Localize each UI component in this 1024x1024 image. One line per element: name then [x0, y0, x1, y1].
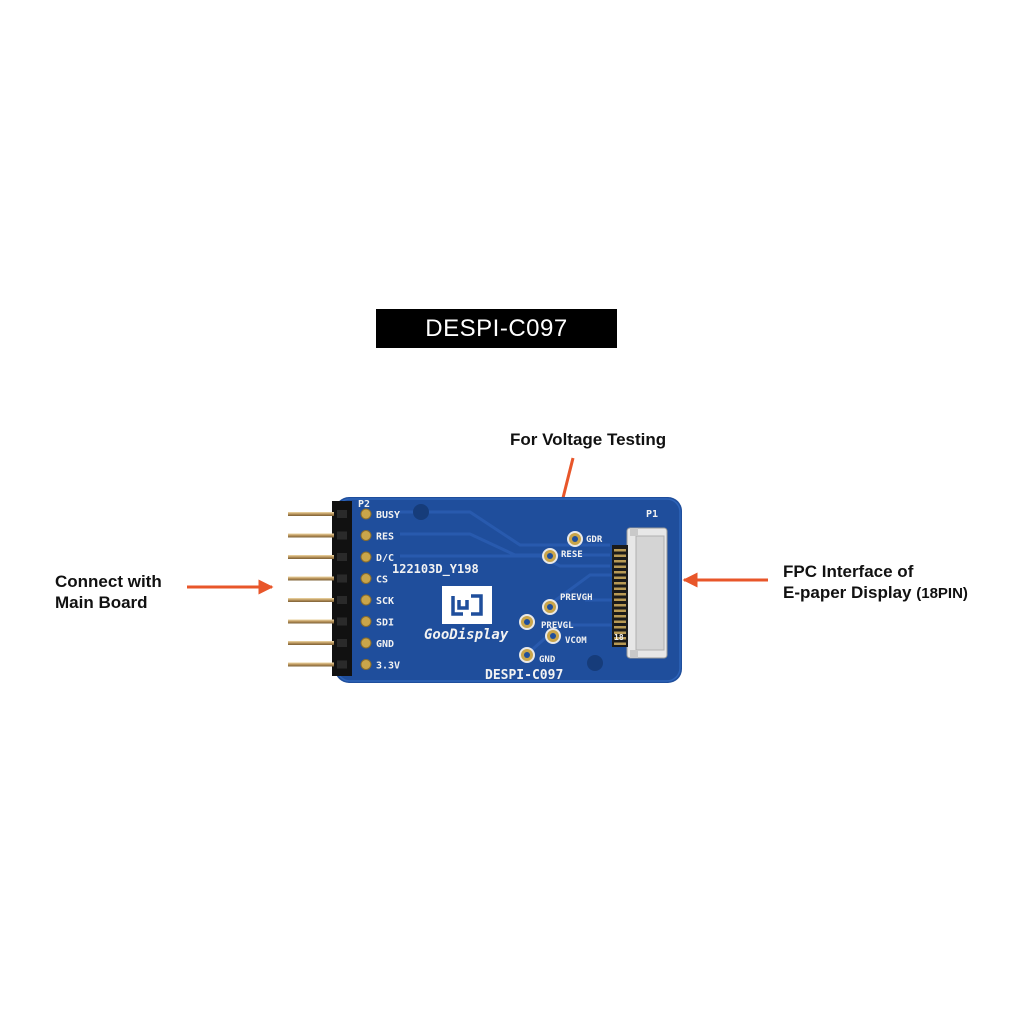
header-pin	[288, 533, 334, 538]
pin-label: RES	[376, 532, 394, 543]
goodisplay-logo	[442, 586, 492, 624]
callout-main-board: Connect with Main Board	[55, 571, 162, 613]
header-pin-base	[337, 531, 347, 540]
pin-label: SCK	[376, 596, 394, 607]
pin-label: CS	[376, 575, 388, 586]
batch-code: 122103D_Y198	[392, 562, 479, 577]
header-pin	[288, 576, 334, 581]
test-point-label: PREVGL	[541, 621, 574, 631]
pin-label: D/C	[376, 553, 394, 564]
callout-voltage-text: For Voltage Testing	[510, 430, 667, 449]
pin-pad	[360, 573, 372, 584]
header-pin	[288, 619, 334, 624]
page-title: DESPI-C097	[376, 309, 617, 348]
test-point-label: PREVGH	[560, 593, 593, 603]
header-pin	[288, 555, 334, 559]
pin-pad	[360, 637, 372, 649]
test-point-label: GDR	[586, 535, 603, 545]
header-pin	[288, 641, 334, 645]
header-pin-base	[337, 596, 347, 604]
header-label: P2	[358, 499, 370, 510]
header-pin-base	[337, 660, 347, 669]
pin-label: SDI	[376, 618, 394, 629]
header-pin	[288, 662, 334, 667]
header-pin	[288, 598, 334, 602]
callout-fpc-line1: FPC Interface of	[783, 562, 914, 581]
pin-label: BUSY	[376, 510, 400, 521]
pin-pad	[360, 551, 372, 563]
pin-pad	[360, 594, 372, 606]
header-pin	[288, 512, 334, 516]
pin-label: GND	[376, 639, 394, 650]
pin-pad	[360, 659, 372, 670]
pin-label: 3.3V	[376, 661, 400, 672]
callout-main-board-line2: Main Board	[55, 593, 148, 612]
connector-label: P1	[646, 509, 658, 520]
header-pin-base	[337, 639, 347, 647]
header-pin-base	[337, 553, 347, 561]
header-pin-base	[337, 574, 347, 583]
pin-pad	[360, 508, 372, 520]
callout-fpc-interface: FPC Interface of E-paper Display (18PIN)	[783, 561, 968, 604]
callout-voltage-testing: For Voltage Testing	[510, 429, 666, 450]
model-silkscreen: DESPI-C097	[485, 668, 563, 683]
header-pin-base	[337, 510, 347, 518]
pin-pad	[360, 616, 372, 627]
mounting-hole	[413, 504, 429, 520]
test-point-label: RESE	[561, 550, 583, 560]
pin-header	[288, 501, 352, 676]
callout-main-board-line1: Connect with	[55, 572, 162, 591]
test-point-label: GND	[539, 655, 556, 665]
mounting-hole	[587, 655, 603, 671]
pin-pad	[360, 530, 372, 541]
header-pin-base	[337, 617, 347, 626]
fpc-connector	[612, 527, 668, 659]
callout-fpc-pins: (18PIN)	[916, 585, 968, 602]
test-point-label: VCOM	[565, 636, 587, 646]
brand-text: GooDisplay	[424, 627, 509, 643]
callout-fpc-line2: E-paper Display	[783, 583, 912, 602]
connector-pin-label: 18	[614, 633, 624, 642]
